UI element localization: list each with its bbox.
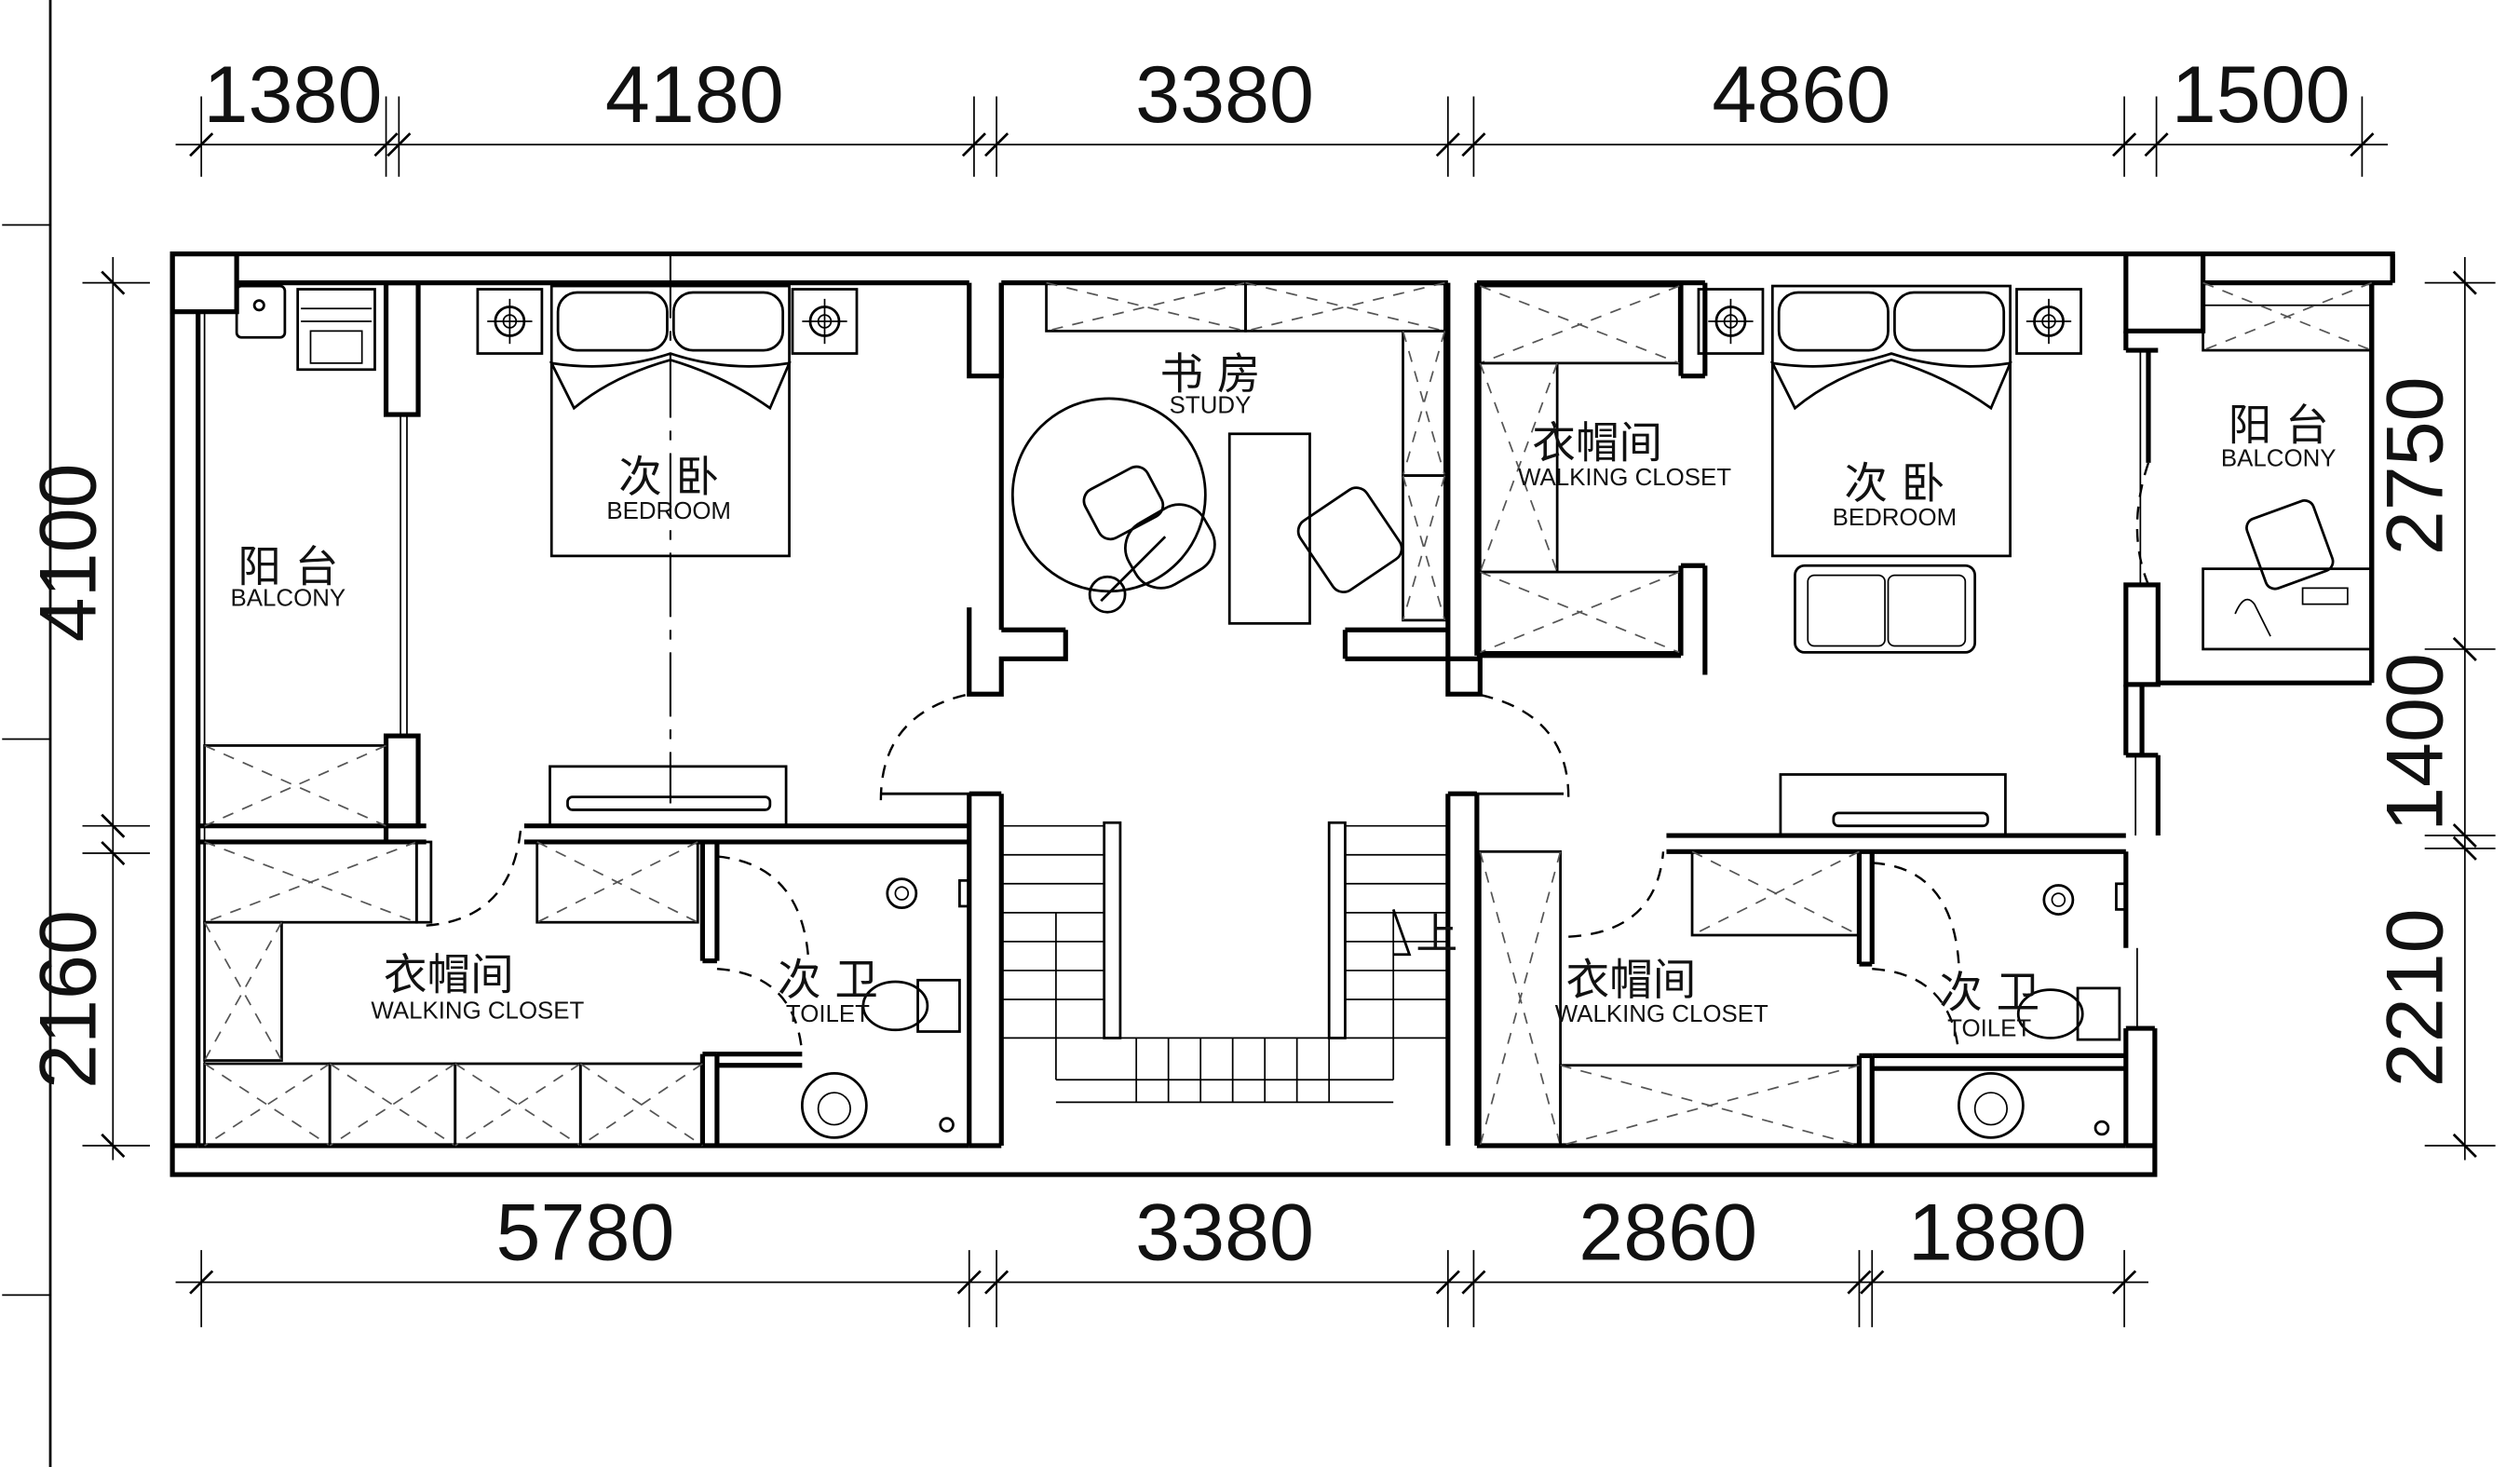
dim-top-4: 4860	[1712, 50, 1890, 140]
room-labels: 阳 台 BALCONY 次 卧 BEDROOM 书 房 STUDY 衣帽间 WA…	[231, 348, 2337, 1041]
room-toilet-left: 次 卫 TOILET	[778, 955, 878, 1027]
room-balcony-left: 阳 台 BALCONY	[231, 541, 346, 611]
svg-text:次 卧: 次 卧	[618, 452, 719, 502]
dim-bottom-4: 1880	[1908, 1188, 2087, 1277]
svg-text:BEDROOM: BEDROOM	[1833, 505, 1958, 531]
dim-left-1: 4100	[23, 463, 113, 642]
sheet-frame	[2, 0, 52, 1467]
dim-top-1: 1380	[204, 50, 383, 140]
svg-text:WALKING CLOSET: WALKING CLOSET	[1555, 1001, 1768, 1027]
room-bedroom-left: 次 卧 BEDROOM	[606, 452, 731, 524]
svg-text:书 房: 书 房	[1160, 348, 1261, 399]
door-swings	[426, 462, 2150, 1056]
svg-text:阳 台: 阳 台	[237, 541, 338, 591]
closet-cabinets	[203, 281, 2374, 1148]
svg-text:衣帽间: 衣帽间	[1532, 418, 1662, 469]
room-closet-right: 衣帽间 WALKING CLOSET	[1555, 955, 1768, 1027]
dimension-lines	[82, 96, 2496, 1327]
room-bedroom-right: 次 卧 BEDROOM	[1833, 458, 1958, 531]
room-closet-upper: 衣帽间 WALKING CLOSET	[1518, 418, 1731, 491]
dim-right-2: 1400	[2371, 653, 2460, 832]
dim-bottom-3: 2860	[1578, 1188, 1757, 1277]
dim-top-3: 3380	[1135, 50, 1314, 140]
svg-text:WALKING CLOSET: WALKING CLOSET	[1518, 465, 1731, 491]
svg-text:STUDY: STUDY	[1170, 392, 1252, 418]
svg-text:衣帽间: 衣帽间	[1566, 955, 1697, 1005]
svg-text:次 卫: 次 卫	[778, 955, 878, 1005]
room-closet-left: 衣帽间 WALKING CLOSET	[371, 950, 584, 1025]
svg-text:BALCONY: BALCONY	[231, 585, 346, 611]
dimension-labels: 1380 4180 3380 4860 1500 5780 3380 2860 …	[23, 50, 2459, 1277]
dim-bottom-1: 5780	[496, 1188, 675, 1277]
svg-text:TOILET: TOILET	[786, 1001, 870, 1027]
stair-up-label: 上	[1416, 909, 1457, 958]
room-study: 书 房 STUDY	[1160, 348, 1261, 418]
furniture	[235, 253, 2374, 1139]
dim-top-2: 4180	[605, 50, 784, 140]
svg-text:衣帽间: 衣帽间	[384, 950, 514, 1000]
room-balcony-right: 阳 台 BALCONY	[2221, 401, 2337, 472]
svg-text:BEDROOM: BEDROOM	[606, 498, 731, 524]
dim-left-2: 2160	[23, 910, 113, 1089]
dim-right-3: 2210	[2371, 908, 2460, 1087]
svg-text:次 卫: 次 卫	[1939, 968, 2039, 1018]
svg-text:阳 台: 阳 台	[2229, 401, 2329, 451]
dim-right-1: 2750	[2371, 376, 2460, 555]
dim-bottom-2: 3380	[1135, 1188, 1314, 1277]
svg-text:TOILET: TOILET	[1947, 1016, 2031, 1042]
svg-text:BALCONY: BALCONY	[2221, 445, 2337, 471]
staircase	[1001, 821, 1448, 1104]
room-toilet-right: 次 卫 TOILET	[1939, 968, 2039, 1042]
dim-top-5: 1500	[2172, 50, 2351, 140]
svg-text:次 卧: 次 卧	[1844, 458, 1944, 509]
svg-text:WALKING CLOSET: WALKING CLOSET	[371, 998, 584, 1025]
